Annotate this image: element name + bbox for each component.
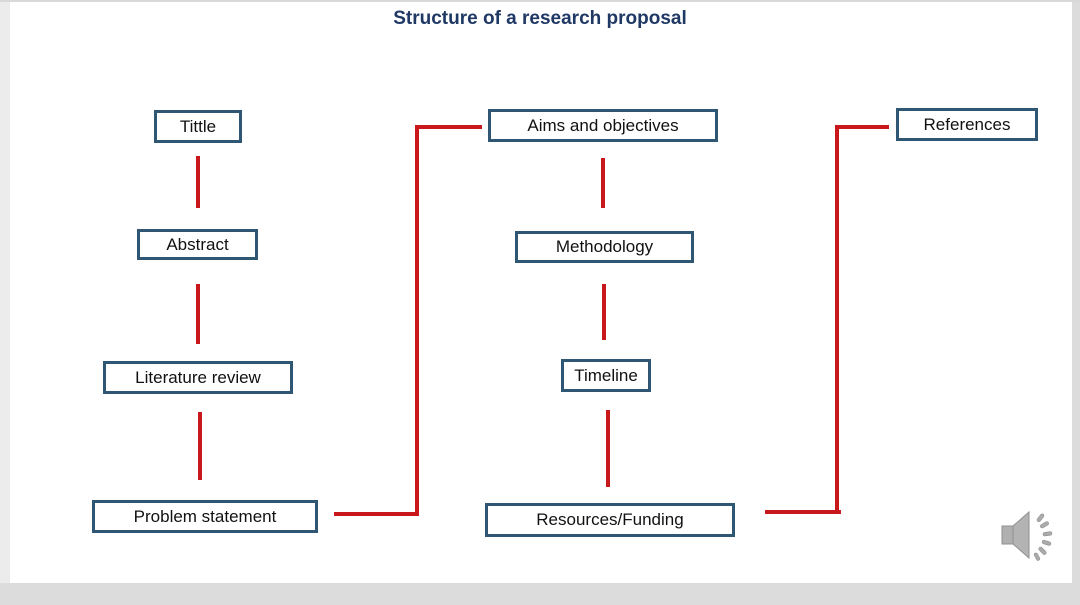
connector-resources-references-top <box>839 125 889 129</box>
node-tittle: Tittle <box>154 110 242 143</box>
connector-methodology-timeline <box>602 284 606 340</box>
viewer-right-edge <box>1072 0 1080 605</box>
node-label: Aims and objectives <box>527 115 679 135</box>
connector-literature-problem <box>198 412 202 480</box>
connector-aims-methodology <box>601 158 605 208</box>
slide-canvas <box>10 2 1072 583</box>
connector-resources-references-bottom <box>765 510 841 514</box>
node-label: Tittle <box>179 116 217 136</box>
viewer-left-edge <box>0 0 10 605</box>
connector-tittle-abstract <box>196 156 200 208</box>
node-label: Literature review <box>135 367 261 387</box>
node-abstract: Abstract <box>137 229 258 260</box>
node-problem-statement: Problem statement <box>92 500 318 533</box>
node-methodology: Methodology <box>515 231 694 263</box>
connector-resources-references-vertical <box>835 125 839 514</box>
connector-abstract-literature <box>196 284 200 344</box>
connector-problem-aims-vertical <box>415 125 419 516</box>
node-label: Abstract <box>166 234 229 254</box>
node-label: Problem statement <box>133 506 277 526</box>
viewer-top-edge <box>0 0 1080 2</box>
connector-problem-aims-bottom <box>334 512 419 516</box>
connector-timeline-resources <box>606 410 610 487</box>
node-timeline: Timeline <box>561 359 651 392</box>
viewer-bottom-bar <box>0 583 1080 605</box>
connector-problem-aims-top <box>419 125 482 129</box>
node-label: Timeline <box>574 365 638 385</box>
node-aims-and-objectives: Aims and objectives <box>488 109 718 142</box>
node-label: Methodology <box>555 237 654 256</box>
node-resources-funding: Resources/Funding <box>485 503 735 537</box>
node-label: References <box>923 114 1011 134</box>
audio-speaker-icon[interactable] <box>998 508 1056 562</box>
node-references: References <box>896 108 1038 141</box>
node-literature-review: Literature review <box>103 361 293 394</box>
slide-title: Structure of a research proposal <box>393 8 687 29</box>
node-label: Resources/Funding <box>536 510 684 529</box>
